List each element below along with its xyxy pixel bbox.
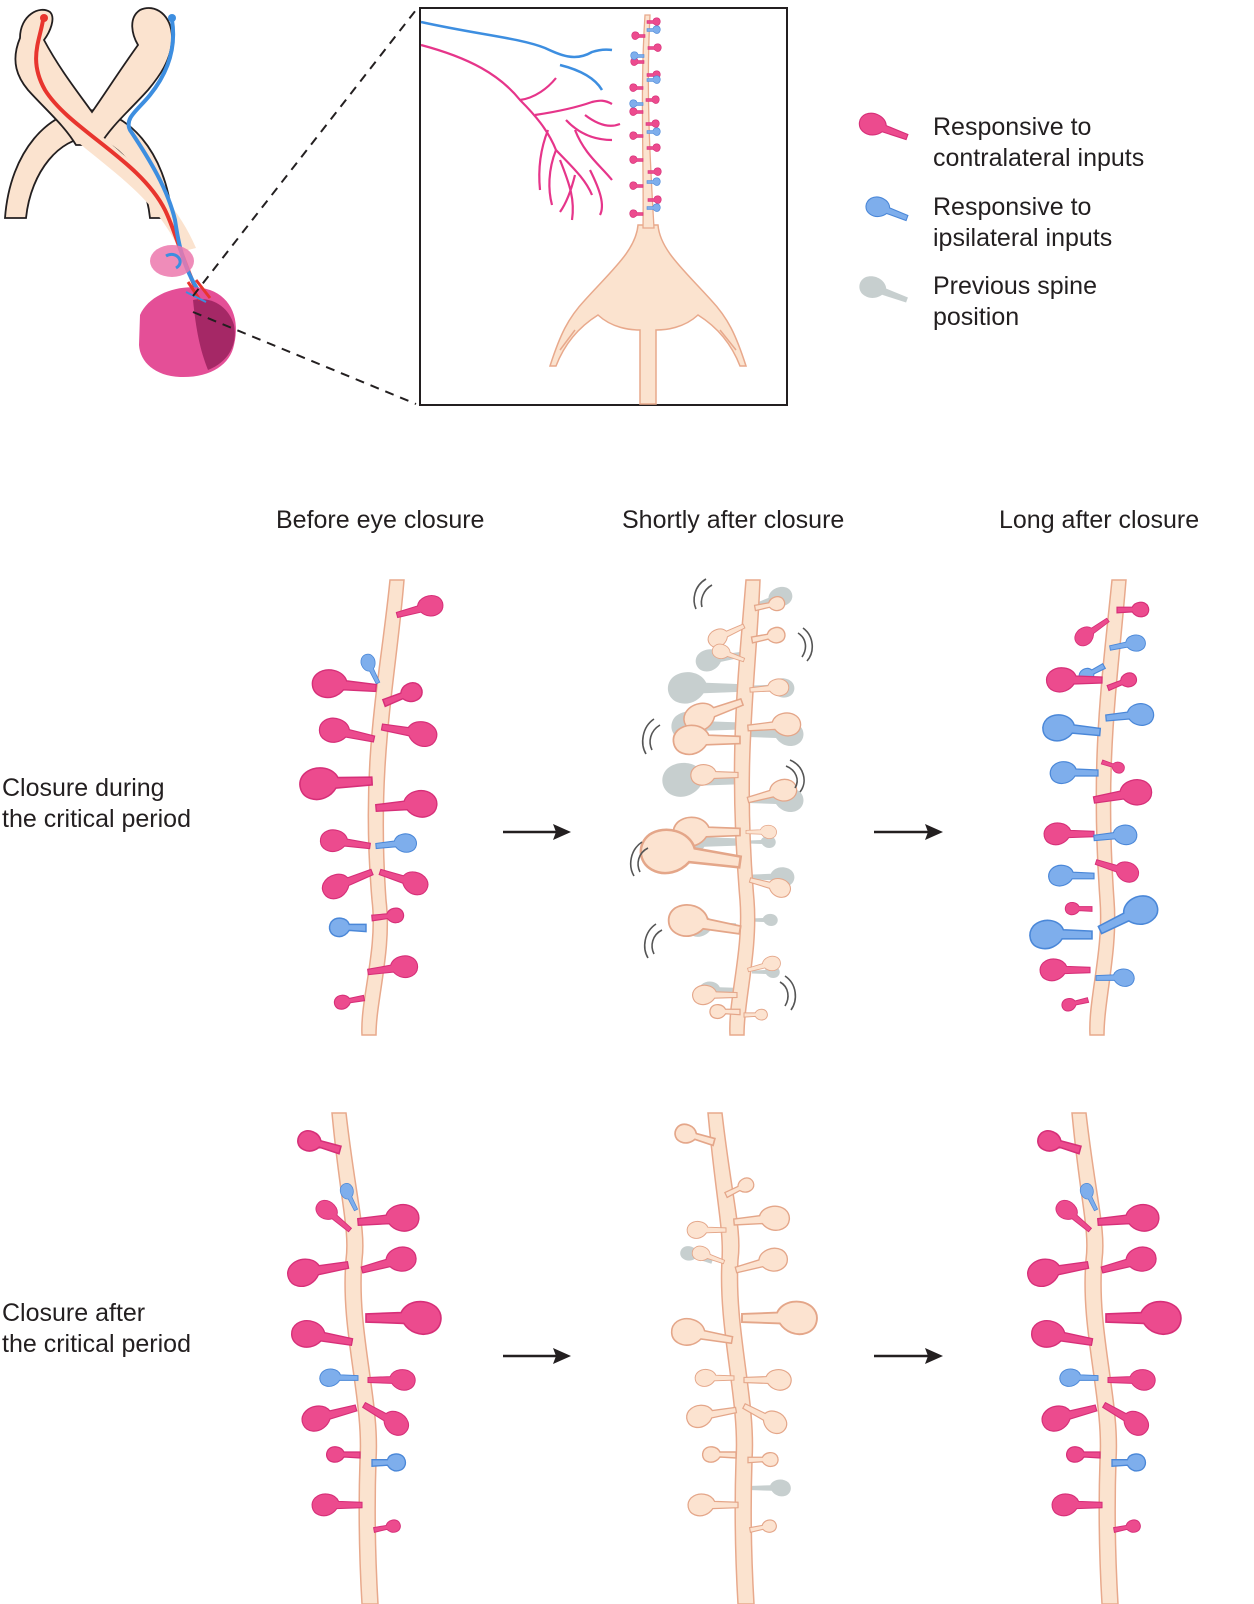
gray-spine-icon (856, 272, 911, 311)
legend-item-ipsilateral: Responsive to ipsilateral inputs (933, 192, 1112, 254)
column-header-before: Before eye closure (276, 506, 485, 534)
arrow-right-icon (874, 1348, 943, 1364)
column-header-long: Long after closure (999, 506, 1200, 534)
legend-label-line2: ipsilateral inputs (933, 224, 1113, 252)
arrow-right-icon (503, 824, 571, 840)
legend-label-line1: Previous spine (933, 272, 1097, 300)
legend-label-line2: contralateral inputs (933, 144, 1145, 172)
legend-item-previous: Previous spine position (933, 271, 1097, 333)
row-label-line2: the critical period (2, 1330, 191, 1358)
row-label-after: Closure after the critical period (2, 1298, 191, 1360)
inset-neuron-box (419, 7, 788, 406)
dendrite-row2-before (284, 1112, 442, 1604)
pink-spine-icon (855, 109, 912, 148)
legend-label-line2: position (933, 303, 1020, 331)
blue-spine-icon (862, 193, 912, 228)
arrow-right-icon (874, 824, 943, 840)
arrow-right-icon (503, 1348, 571, 1364)
row-label-line1: Closure during (2, 774, 165, 802)
row-label-line2: the critical period (2, 805, 191, 833)
dendrite-row2-long (1024, 1112, 1182, 1604)
dendrite-row2-shortly (668, 1112, 818, 1604)
dendrite-row1-shortly (629, 578, 813, 1036)
motion-marks (629, 578, 813, 1011)
legend-label-line1: Responsive to (933, 193, 1092, 221)
row-label-during: Closure during the critical period (2, 773, 191, 835)
transition-arrows (503, 824, 943, 1364)
legend-item-contralateral: Responsive to contralateral inputs (933, 112, 1144, 174)
zoom-lines (192, 9, 417, 405)
legend-label-line1: Responsive to (933, 113, 1092, 141)
dendrite-row1-long (1029, 579, 1163, 1036)
legend-icons (855, 109, 912, 311)
column-header-shortly: Shortly after closure (622, 506, 845, 534)
visual-pathway-illustration (4, 7, 236, 378)
row-label-line1: Closure after (2, 1299, 146, 1327)
dendrite-row1-before (298, 579, 446, 1036)
